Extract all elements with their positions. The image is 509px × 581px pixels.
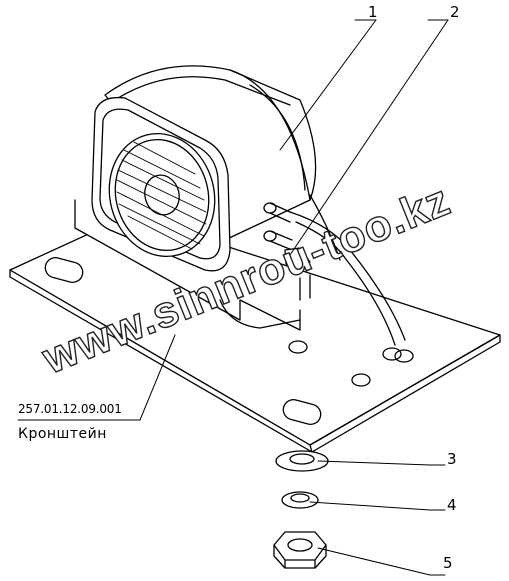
callout-4: 4 xyxy=(447,496,457,514)
callout-5: 5 xyxy=(443,554,453,572)
reverse-alarm xyxy=(91,65,317,272)
spring-washer xyxy=(281,491,319,509)
callout-3: 3 xyxy=(447,450,457,468)
callout-1: 1 xyxy=(368,3,378,21)
bracket-name: Кронштейн xyxy=(18,426,107,442)
bracket-part-number: 257.01.12.09.001 xyxy=(18,402,122,416)
hex-nut xyxy=(273,531,327,569)
leader-lines xyxy=(17,19,449,576)
callout-2: 2 xyxy=(450,3,460,21)
